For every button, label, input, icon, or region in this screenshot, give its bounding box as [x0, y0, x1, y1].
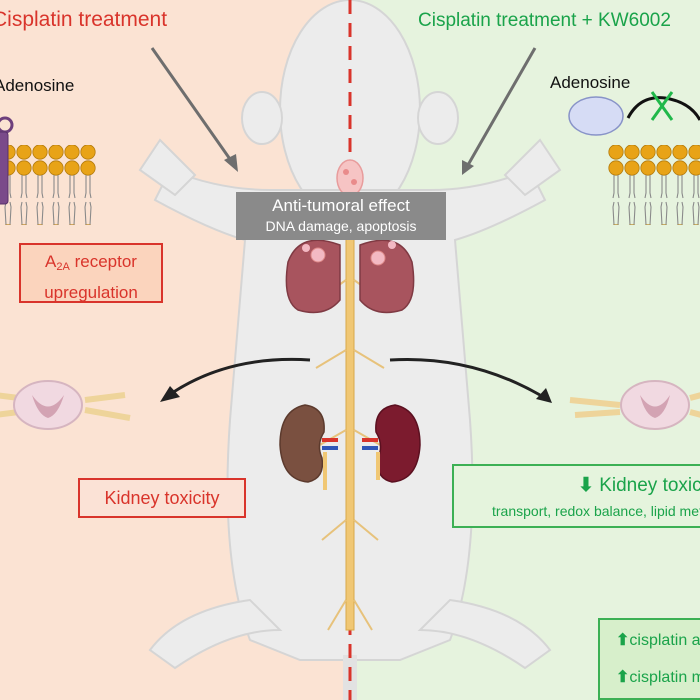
cisplatin-accumulation-label: cisplatin accumulation — [629, 632, 700, 649]
anti-tumoral-box: Anti-tumoral effect DNA damage, apoptosi… — [236, 192, 446, 240]
cisplatin-box: ⬆cisplatin accumulation ⬆cisplatin metab… — [598, 618, 700, 700]
receptor-name-main: A — [45, 252, 57, 271]
arrow-left-title-to-mouse — [150, 47, 238, 172]
adenosine-molecule-icon — [568, 96, 624, 136]
kidney-left-organ-icon — [279, 404, 338, 490]
membrane-left — [0, 145, 96, 225]
anti-tumoral-title: Anti-tumoral effect — [272, 196, 410, 215]
lungs-icon — [285, 239, 415, 314]
spinal-section-left-icon — [0, 380, 131, 430]
kidney-toxicity-left-box: Kidney toxicity — [78, 478, 246, 518]
spinal-section-right-icon — [569, 380, 700, 430]
adenosine-label-right: Adenosine — [550, 73, 631, 92]
kidney-toxicity-right-box: ⬇ Kidney toxicity transport, redox balan… — [452, 464, 700, 528]
tumor-icon — [336, 159, 364, 197]
kidney-right-organ-icon — [362, 404, 421, 483]
arrow-curve-to-left-section — [160, 357, 311, 402]
adenosine-label-left: Adenosine — [0, 76, 75, 95]
receptor-icon — [0, 116, 14, 205]
receptor-upregulation-box: A2A receptor upregulation — [19, 243, 163, 303]
binding-arrow — [626, 96, 700, 121]
arrow-curve-to-right-section — [389, 357, 552, 403]
membrane-right — [608, 145, 700, 225]
spinal-cord — [345, 189, 355, 631]
cross-icon — [650, 91, 674, 121]
receptor-line2: upregulation — [44, 283, 138, 302]
up-arrow-icon: ⬆ — [616, 669, 630, 686]
right-panel-title: Cisplatin treatment + KW6002 — [418, 10, 671, 31]
cisplatin-metabolism-label: cisplatin metabolism — [629, 669, 700, 686]
receptor-line1-rest: receptor — [69, 252, 137, 271]
kidney-toxicity-right-detail: transport, redox balance, lipid metaboli… — [492, 503, 700, 519]
arrow-right-title-to-mouse — [462, 47, 537, 175]
kidney-toxicity-right-title: Kidney toxicity — [599, 475, 700, 496]
down-arrow-icon: ⬇ — [578, 475, 594, 496]
up-arrow-icon: ⬆ — [616, 632, 630, 649]
anti-tumoral-detail: DNA damage, apoptosis — [265, 218, 417, 234]
left-panel-title: Cisplatin treatment — [0, 8, 168, 31]
receptor-name-sub: 2A — [56, 261, 70, 273]
